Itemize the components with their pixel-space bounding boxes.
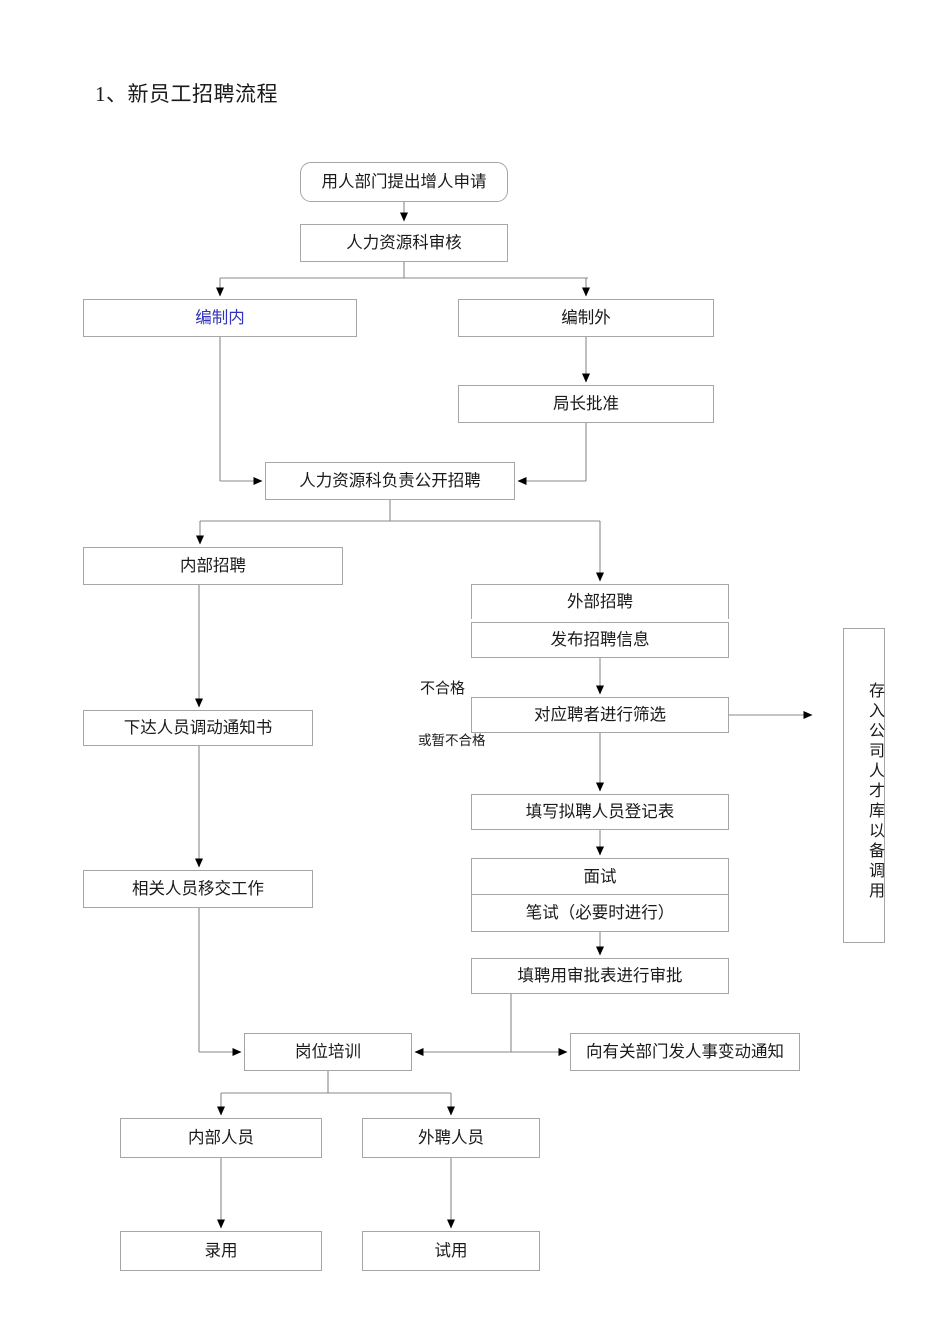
edge-label-temporarily-unqualified: 或暂不合格: [418, 729, 486, 749]
edge-label-unqualified: 不合格: [420, 677, 465, 698]
node-internal-recruitment[interactable]: 内部招聘: [83, 547, 343, 585]
node-label: 岗位培训: [295, 1042, 361, 1062]
node-label: 填写拟聘人员登记表: [525, 802, 675, 822]
node-label: 填聘用审批表进行审批: [517, 966, 683, 986]
node-label: 试用: [434, 1241, 468, 1261]
node-label: 编制内: [195, 308, 245, 328]
node-hr-public-recruitment[interactable]: 人力资源科负责公开招聘: [265, 462, 515, 500]
node-employment[interactable]: 录用: [120, 1231, 322, 1271]
node-label: 局长批准: [553, 394, 619, 414]
node-external-hires[interactable]: 外聘人员: [362, 1118, 540, 1158]
node-label: 外部招聘: [567, 592, 633, 612]
page-title: 1、新员工招聘流程: [95, 82, 278, 106]
node-outside-establishment[interactable]: 编制外: [458, 299, 714, 337]
node-label: 编制外: [561, 308, 611, 328]
node-probation[interactable]: 试用: [362, 1231, 540, 1271]
node-handover-work[interactable]: 相关人员移交工作: [83, 870, 313, 908]
node-notify-departments[interactable]: 向有关部门发人事变动通知: [570, 1033, 800, 1071]
node-label: 下达人员调动通知书: [123, 718, 273, 738]
node-issue-transfer-notice[interactable]: 下达人员调动通知书: [83, 710, 313, 746]
node-label: 存入公司人才库以备调用: [866, 681, 883, 902]
node-label: 相关人员移交工作: [132, 879, 264, 899]
node-label: 向有关部门发人事变动通知: [586, 1042, 784, 1062]
node-hr-review[interactable]: 人力资源科审核: [300, 224, 508, 262]
node-label: 对应聘者进行筛选: [534, 705, 666, 725]
node-job-training[interactable]: 岗位培训: [244, 1033, 412, 1071]
edge-label-text: 不合格: [420, 681, 466, 697]
node-interview[interactable]: 面试: [471, 858, 729, 894]
node-label: 人力资源科负责公开招聘: [299, 471, 481, 491]
node-label: 录用: [204, 1241, 238, 1261]
node-label: 内部人员: [188, 1128, 254, 1148]
node-label: 笔试（必要时进行）: [525, 903, 675, 923]
node-approval-form[interactable]: 填聘用审批表进行审批: [471, 958, 729, 994]
node-label: 人力资源科审核: [346, 233, 462, 253]
node-external-recruitment[interactable]: 外部招聘: [471, 584, 729, 619]
node-internal-staff[interactable]: 内部人员: [120, 1118, 322, 1158]
node-request-headcount[interactable]: 用人部门提出增人申请: [300, 162, 508, 202]
node-label: 发布招聘信息: [550, 630, 650, 650]
node-director-approval[interactable]: 局长批准: [458, 385, 714, 423]
node-fill-candidate-registration[interactable]: 填写拟聘人员登记表: [471, 794, 729, 830]
node-label: 外聘人员: [418, 1128, 484, 1148]
node-publish-recruitment-info[interactable]: 发布招聘信息: [471, 622, 729, 658]
node-label: 用人部门提出增人申请: [321, 172, 487, 192]
node-written-test[interactable]: 笔试（必要时进行）: [471, 894, 729, 932]
node-label: 面试: [583, 866, 617, 886]
node-talent-pool-storage[interactable]: 存入公司人才库以备调用: [843, 628, 885, 943]
node-screen-applicants[interactable]: 对应聘者进行筛选: [471, 697, 729, 733]
edge-label-text: 或暂不合格: [418, 733, 486, 748]
node-within-establishment[interactable]: 编制内: [83, 299, 357, 337]
node-label: 内部招聘: [180, 556, 246, 576]
